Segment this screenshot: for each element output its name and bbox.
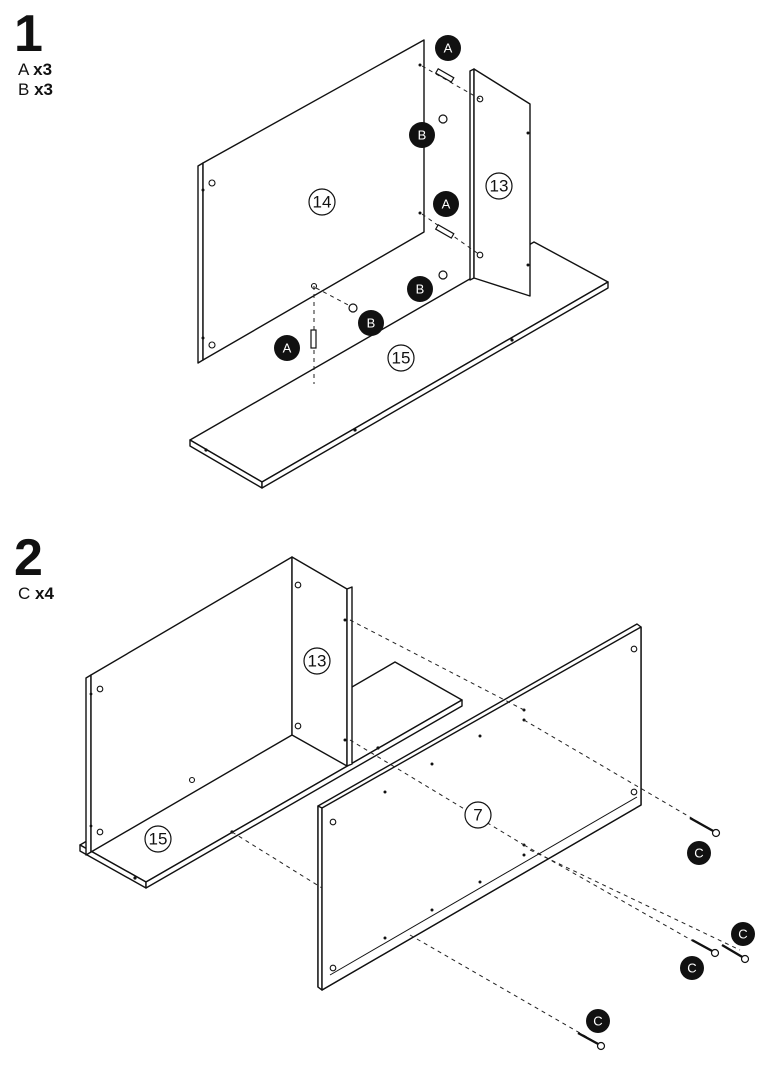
part-qty: x3	[34, 80, 53, 99]
screw-c-1	[689, 816, 716, 834]
badge-a-1-text: A	[444, 41, 453, 56]
step-2-parts-list: C x4	[18, 584, 54, 604]
panel-label-7-text: 7	[473, 806, 482, 825]
screw-c-2	[691, 938, 715, 954]
cam-b-3	[348, 303, 358, 313]
cam-b-1	[438, 114, 448, 124]
step-1-parts-list: A x3 B x3	[18, 60, 53, 100]
panel-label-13-step2-text: 13	[308, 652, 327, 671]
step-1-number: 1	[14, 5, 43, 63]
step-2-number: 2	[14, 529, 43, 587]
step-2-guides	[231, 619, 741, 1041]
badge-a-2: A	[433, 191, 459, 217]
badge-c-2-text: C	[738, 927, 747, 942]
badge-b-3-text: B	[367, 316, 376, 331]
part-letter: C	[18, 584, 31, 603]
panel-label-13-step2: 13	[303, 647, 331, 675]
badge-b-2-text: B	[416, 282, 425, 297]
dowel-a-1	[434, 67, 455, 83]
dowel-a-2	[434, 223, 455, 239]
step-1-drawing: 14 13 15 A A A B B	[189, 35, 609, 489]
badge-a-3: A	[274, 335, 300, 361]
cam-b-2	[438, 270, 448, 280]
badge-b-2: B	[407, 276, 433, 302]
step-2-drawing: 13 15 7 C C C C	[79, 556, 755, 1051]
badge-b-3: B	[358, 310, 384, 336]
badge-c-3: C	[680, 956, 704, 980]
screw-c-3	[721, 943, 745, 960]
badge-a-2-text: A	[442, 197, 451, 212]
panel-label-13-text: 13	[490, 177, 509, 196]
part-a-row: A x3	[18, 60, 53, 80]
panel-label-15: 15	[387, 344, 415, 372]
badge-b-1-text: B	[418, 128, 427, 143]
badge-c-2: C	[731, 922, 755, 946]
part-letter: A	[18, 60, 29, 79]
panel-label-14: 14	[308, 188, 336, 216]
badge-c-4-text: C	[593, 1014, 602, 1029]
screw-c-4	[577, 1031, 601, 1047]
part-b-row: B x3	[18, 80, 53, 100]
badge-c-4: C	[586, 1009, 610, 1033]
badge-c-1-text: C	[694, 846, 703, 861]
panel-label-15-step2-text: 15	[149, 830, 168, 849]
badge-a-3-text: A	[283, 341, 292, 356]
dowel-a-3	[310, 329, 317, 349]
panel-label-15-text: 15	[392, 349, 411, 368]
panel-label-15-step2: 15	[144, 825, 172, 853]
badge-b-1: B	[409, 122, 435, 148]
badge-c-1: C	[687, 841, 711, 865]
panel-label-13: 13	[485, 172, 513, 200]
part-qty: x4	[35, 584, 54, 603]
step-1-hardware	[310, 65, 481, 384]
panel-label-14-text: 14	[313, 193, 332, 212]
badge-a-1: A	[435, 35, 461, 61]
panel-label-7: 7	[464, 801, 492, 829]
step-2-screws	[577, 816, 750, 1051]
badge-c-3-text: C	[687, 961, 696, 976]
part-letter: B	[18, 80, 30, 99]
part-qty: x3	[33, 60, 53, 79]
part-c-row: C x4	[18, 584, 54, 604]
